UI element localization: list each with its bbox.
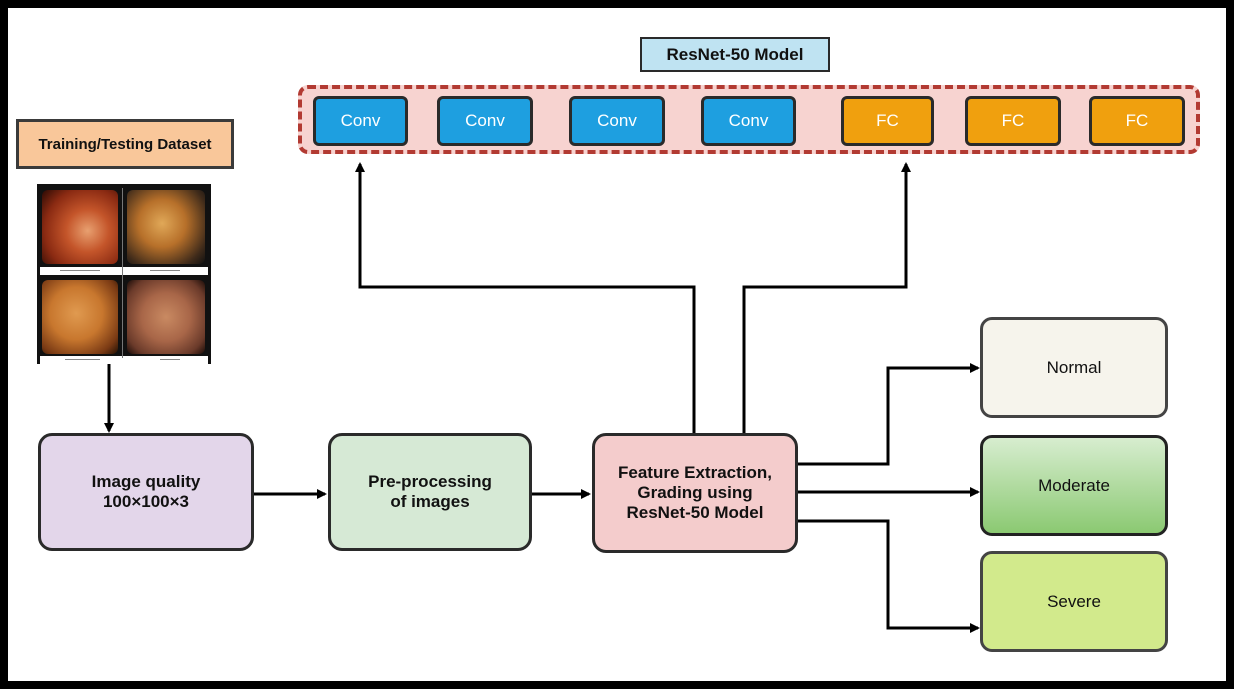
- conv-block-label: Conv: [597, 111, 637, 130]
- output-moderate: Moderate: [980, 435, 1168, 536]
- model-title-box: ResNet-50 Model: [640, 37, 830, 72]
- conv-block-1: Conv: [313, 96, 408, 146]
- output-normal: Normal: [980, 317, 1168, 418]
- preprocessing-label: Pre-processing of images: [368, 472, 492, 511]
- output-severe: Severe: [980, 551, 1168, 652]
- arrow-feature-to-conv: [355, 162, 696, 435]
- conv-block-label: Conv: [728, 111, 769, 130]
- fc-block-label: FC: [1125, 111, 1149, 130]
- image-quality-label: Image quality 100×100×3: [91, 472, 201, 511]
- dataset-label-box: Training/Testing Dataset: [16, 119, 234, 169]
- fc-block-label: FC: [876, 111, 899, 130]
- conv-block-label: Conv: [340, 111, 381, 130]
- image-quality-box: Image quality 100×100×3: [38, 433, 254, 551]
- caption-strip: [40, 356, 208, 364]
- fundus-thumbnail: [42, 280, 118, 354]
- feature-extraction-box: Feature Extraction, Grading using ResNet…: [592, 433, 798, 553]
- feature-extraction-label: Feature Extraction, Grading using ResNet…: [618, 463, 772, 522]
- preprocessing-box: Pre-processing of images: [328, 433, 532, 551]
- fc-block-3: FC: [1089, 96, 1185, 146]
- fc-block-2: FC: [965, 96, 1061, 146]
- model-title: ResNet-50 Model: [666, 44, 804, 64]
- dataset-image: [37, 184, 211, 364]
- conv-block-3: Conv: [569, 96, 665, 146]
- fundus-thumbnail: [127, 190, 205, 264]
- arrow-to-severe: [797, 519, 980, 633]
- output-label: Severe: [1047, 591, 1101, 611]
- arrow-to-normal: [797, 363, 980, 466]
- output-label: Moderate: [1038, 475, 1110, 495]
- arrow-feature-to-fc: [742, 162, 911, 435]
- dataset-label: Training/Testing Dataset: [38, 135, 212, 153]
- conv-block-label: Conv: [465, 111, 505, 130]
- conv-block-2: Conv: [437, 96, 533, 146]
- fundus-thumbnail: [42, 190, 118, 264]
- output-label: Normal: [1046, 357, 1102, 377]
- fc-block-label: FC: [1001, 111, 1025, 130]
- thumbnail-divider: [122, 188, 123, 358]
- diagram-canvas: ResNet-50 Model Conv Conv Conv Conv FC F…: [8, 8, 1226, 681]
- fc-block-1: FC: [841, 96, 934, 146]
- conv-block-4: Conv: [701, 96, 796, 146]
- fundus-thumbnail: [127, 280, 205, 354]
- caption-strip: [40, 267, 208, 275]
